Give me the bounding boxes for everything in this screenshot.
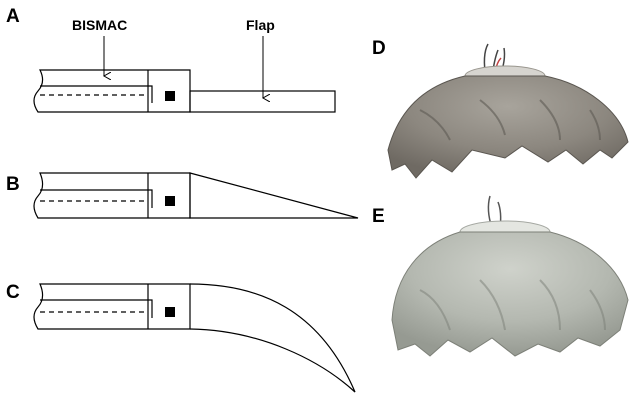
panel-label-d: D bbox=[372, 38, 386, 59]
bismac-block-a bbox=[165, 91, 175, 101]
panel-label-b: B bbox=[6, 174, 20, 195]
photo-d bbox=[388, 44, 628, 178]
panel-label-c: C bbox=[6, 282, 20, 303]
bismac-body-c bbox=[34, 284, 190, 329]
photo-e bbox=[392, 196, 628, 356]
bismac-wire-b bbox=[40, 190, 152, 208]
bismac-body-b bbox=[34, 173, 190, 218]
panel-a-diagram bbox=[34, 70, 335, 112]
flap-b bbox=[190, 173, 358, 218]
bismac-block-c bbox=[165, 307, 175, 317]
panel-label-e: E bbox=[372, 206, 385, 227]
bell-d bbox=[388, 76, 628, 178]
flap-c bbox=[190, 284, 355, 392]
panel-label-a: A bbox=[6, 6, 20, 27]
callout-flap: Flap bbox=[246, 17, 275, 33]
bismac-block-b bbox=[165, 196, 175, 206]
callout-bismac: BISMAC bbox=[72, 17, 127, 33]
panel-c-diagram bbox=[34, 284, 355, 392]
panel-b-diagram bbox=[34, 173, 358, 218]
bismac-wire-c bbox=[40, 300, 152, 318]
